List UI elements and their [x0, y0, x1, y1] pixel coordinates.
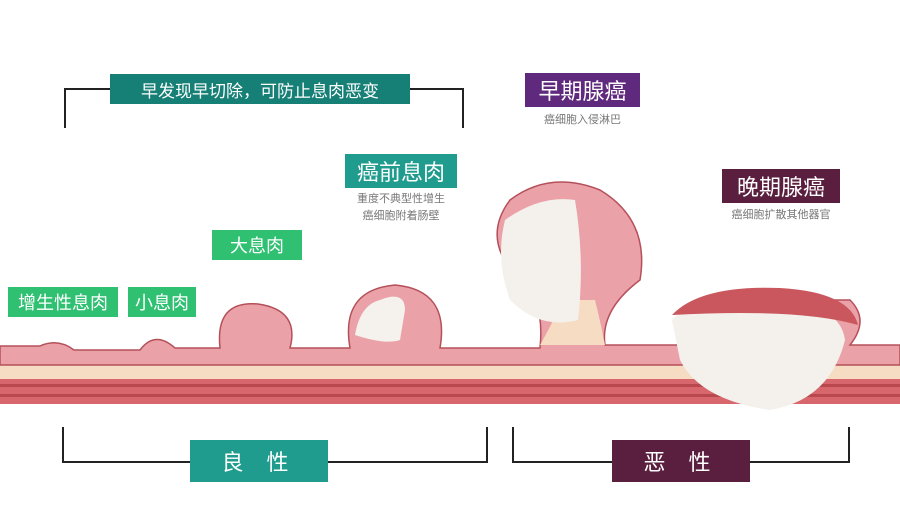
- submucosa-layer: [0, 364, 900, 379]
- precancer-polyp-label: 癌前息肉: [345, 154, 457, 188]
- stalk: [540, 300, 605, 345]
- benign-label: 良 性: [190, 440, 328, 482]
- precancer-notes: 重度不典型性增生 癌细胞附着肠壁: [340, 190, 462, 224]
- late-adenocarcinoma-label: 晚期腺癌: [722, 169, 840, 203]
- early-adenocarcinoma-label: 早期腺癌: [525, 73, 640, 107]
- early-cancer-tissue: [501, 199, 581, 323]
- hyperplastic-polyp-label: 增生性息肉: [8, 287, 118, 317]
- late-cancer-tumor: [672, 300, 845, 410]
- early-removal-banner: 早发现早切除，可防止息肉恶变: [110, 74, 410, 104]
- early-cancer-note: 癌细胞入侵淋巴: [544, 113, 621, 126]
- note: 癌细胞附着肠壁: [362, 209, 440, 222]
- small-polyp-label: 小息肉: [128, 287, 196, 317]
- precancer-tissue: [355, 296, 405, 342]
- large-polyp-label: 大息肉: [212, 230, 302, 260]
- late-cancer-note: 癌细胞扩散其他器官: [731, 208, 831, 221]
- malignant-label: 恶 性: [612, 440, 750, 482]
- note: 重度不典型性增生: [357, 192, 445, 205]
